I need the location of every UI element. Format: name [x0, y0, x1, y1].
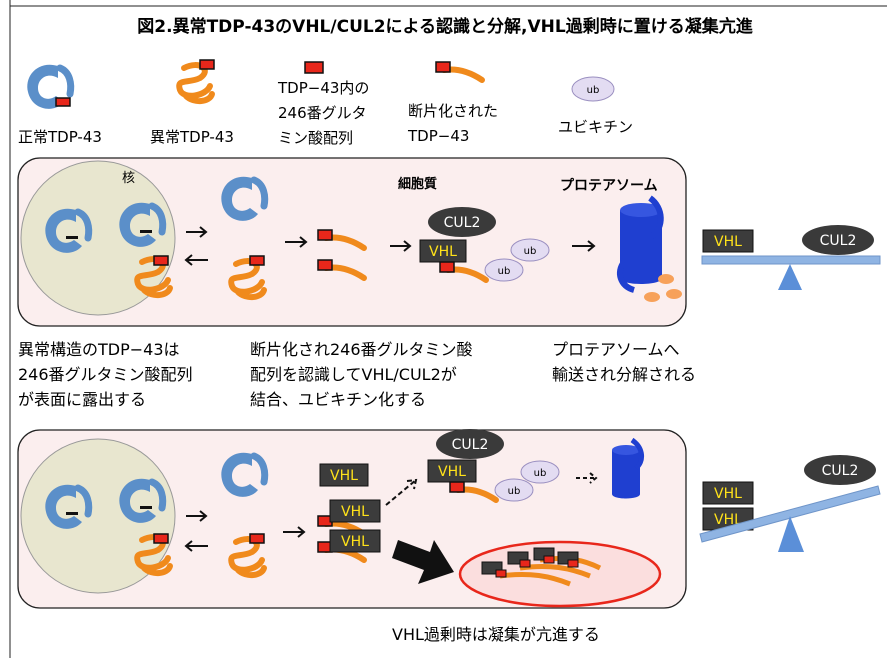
free-vhl-box — [319, 463, 369, 487]
abnormal-tdp43-in-nucleus-2 — [137, 533, 170, 573]
legend-glutamate-line-3: ミン酸配列 — [278, 129, 353, 147]
seesaw-2-fulcrum — [778, 516, 804, 552]
normal-tdp43-in-nucleus-3 — [45, 485, 88, 529]
legend-normal-tdp43-icon — [27, 65, 70, 109]
legend-fragment-line-1: 断片化された — [408, 102, 498, 120]
seesaw-1-fulcrum — [778, 264, 802, 290]
ub-label-2a: ub — [534, 468, 547, 479]
caption-col2-line3: 結合、ユビキチン化する — [250, 390, 426, 409]
abnormal-tdp43-in-nucleus — [137, 255, 170, 295]
legend-glutamate-line-2: 246番グルタ — [278, 104, 367, 122]
diagram-title: 図2.異常TDP-43のVHL/CUL2による認識と分解,VHL過剰時に置ける凝… — [137, 16, 752, 37]
arrow-import-2 — [184, 540, 208, 552]
cul2-label-1: CUL2 — [444, 215, 481, 231]
captions: 異常構造のTDP−43は 246番グルタミン酸配列 が表面に露出する 断片化され… — [18, 340, 696, 409]
legend-abnormal-tdp43-icon — [179, 59, 214, 101]
arrow-import-1 — [184, 254, 208, 266]
arrow-degrade-1 — [572, 240, 596, 252]
proteasome-label-1: プロテアソーム — [560, 178, 658, 194]
arrow-fragment-2 — [283, 526, 306, 538]
arrow-export-2 — [186, 510, 208, 522]
legend-glutamate-line-1: TDP−43内の — [277, 79, 369, 97]
cytoplasm-label-1: 細胞質 — [398, 176, 437, 192]
legend-fragment-icon — [436, 62, 482, 80]
peptide-1c — [666, 289, 682, 299]
ubiquitin-1b — [484, 258, 524, 282]
seesaw-balanced: VHL CUL2 — [701, 225, 881, 290]
legend-abnormal-tdp43-label: 異常TDP-43 — [150, 128, 234, 146]
seesaw-tilted: VHL VHL CUL2 — [699, 455, 881, 552]
seesaw-2-vhl-box-1 — [702, 481, 754, 505]
caption-col3-line1: プロテアソームへ — [552, 340, 680, 359]
legend-ubiquitin-label: ユビキチン — [558, 118, 633, 136]
nucleus-label-1: 核 — [122, 171, 135, 186]
caption-col2-line1: 断片化され246番グルタミン酸 — [250, 340, 473, 359]
bottom-caption: VHL過剰時は凝集が亢進する — [392, 625, 600, 644]
panel-normal: 核 細胞質 プロテアソーム CUL2 VHL ub ub — [17, 157, 687, 327]
abnormal-tdp43-cytoplasm — [231, 255, 264, 297]
vhl-box-2b — [329, 529, 381, 553]
legend-normal-tdp43-label: 正常TDP-43 — [18, 128, 102, 146]
ub-label-1b: ub — [498, 266, 511, 277]
cul2-complex-1 — [428, 207, 496, 237]
seesaw-2-vhl-label-2: VHL — [714, 512, 742, 528]
ub-label-2b: ub — [508, 486, 521, 497]
vhl-label-2a: VHL — [341, 504, 369, 520]
normal-tdp43-in-nucleus-2 — [119, 203, 162, 247]
cul2-label-2: CUL2 — [452, 437, 489, 453]
seesaw-2-cul2 — [804, 455, 876, 485]
seesaw-2-beam — [699, 485, 881, 543]
ub-label-1a: ub — [524, 246, 537, 257]
seesaw-1-beam — [701, 255, 881, 265]
vhl-box-2a — [329, 499, 381, 523]
legend-glutamate-seq-icon — [304, 61, 324, 74]
vhl-label-2b: VHL — [341, 534, 369, 550]
ubiquitin-1a — [510, 238, 550, 262]
arrow-export-1 — [186, 226, 208, 238]
legend-ubiquitin-icon — [571, 76, 615, 102]
arrow-binding-1 — [390, 240, 412, 252]
legend: 正常TDP-43 異常TDP-43 TDP−43内の 246番グルタ ミン酸配列… — [18, 60, 633, 147]
caption-col1-line2: 246番グルタミン酸配列 — [18, 365, 193, 384]
free-vhl-label: VHL — [330, 468, 358, 484]
seesaw-1-cul2-label: CUL2 — [820, 233, 857, 249]
seesaw-1-vhl-label: VHL — [714, 234, 742, 250]
proteasome-1 — [616, 195, 664, 293]
ubiquitin-2a — [520, 460, 560, 484]
caption-col2-line2: 配列を認識してVHL/CUL2が — [250, 365, 457, 384]
panel-vhl-excess: VHL VHL VHL CUL2 VHL ub ub — [17, 429, 687, 609]
peptide-1a — [658, 274, 674, 284]
normal-tdp43-in-nucleus-1 — [45, 209, 88, 253]
ubiquitin-2b — [494, 478, 534, 502]
cul2-complex-2 — [436, 429, 504, 459]
caption-col3-line2: 輸送され分解される — [552, 365, 696, 384]
arrow-dashed-binding — [385, 478, 418, 506]
legend-fragment-line-2: TDP−43 — [407, 127, 469, 145]
seesaw-1-vhl-box — [702, 229, 754, 253]
seesaw-2-cul2-label: CUL2 — [822, 463, 859, 479]
arrow-fragment-1 — [285, 236, 308, 248]
aggregation-arrow — [392, 540, 454, 584]
abnormal-tdp43-cytoplasm-2 — [231, 533, 264, 575]
seesaw-2-vhl-label-1: VHL — [714, 486, 742, 502]
normal-tdp43-in-nucleus-4 — [119, 479, 162, 523]
proteasome-2 — [612, 437, 644, 499]
legend-ub-label: ub — [587, 85, 600, 96]
caption-col1-line3: が表面に露出する — [18, 390, 146, 409]
peptide-1b — [644, 292, 660, 302]
aggregate-cluster — [481, 547, 602, 587]
caption-col1-line1: 異常構造のTDP−43は — [18, 340, 180, 359]
vhl-label-2c: VHL — [438, 464, 466, 480]
arrow-dashed-degrade — [576, 472, 598, 484]
vhl-label-1: VHL — [429, 244, 457, 260]
seesaw-1-cul2 — [802, 225, 874, 255]
